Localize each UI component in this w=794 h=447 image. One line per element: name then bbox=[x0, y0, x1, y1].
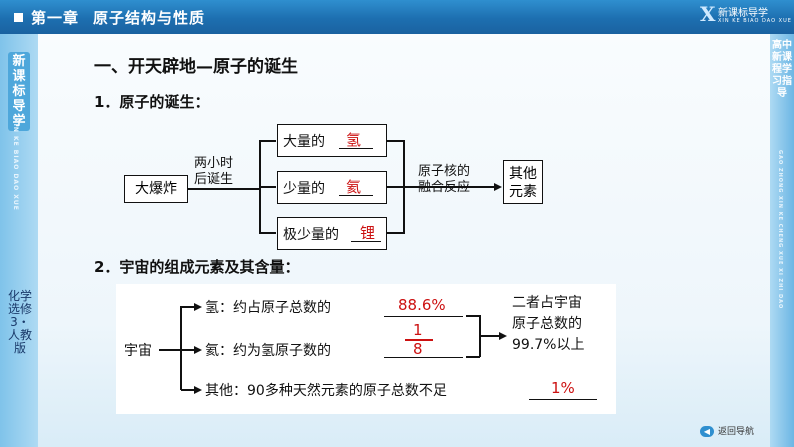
bracket-line bbox=[479, 315, 481, 357]
back-nav-label: 返回导航 bbox=[718, 427, 755, 437]
logo-text: 新课标导学 bbox=[718, 8, 768, 19]
branch-box-3: 极少量的 锂 bbox=[277, 217, 387, 250]
branch-answer: 锂 bbox=[360, 224, 376, 242]
hydrogen-row-label: 氢：约占原子总数的 bbox=[205, 300, 331, 316]
step2-label: 原子核的 融合反应 bbox=[418, 164, 471, 195]
connector-line bbox=[159, 349, 181, 351]
branch-label: 少量的 bbox=[283, 181, 325, 197]
merge-line-right bbox=[403, 140, 405, 234]
connector-line bbox=[404, 186, 495, 188]
chapter-name: 原子结构与性质 bbox=[93, 9, 206, 27]
branch-answer: 氦 bbox=[346, 178, 362, 196]
branch-line bbox=[259, 186, 276, 188]
fraction-bar bbox=[405, 339, 433, 341]
fraction-numerator: 1 bbox=[413, 321, 423, 339]
answer-underline bbox=[339, 148, 373, 149]
branch-answer: 氢 bbox=[346, 131, 362, 149]
merge-line bbox=[387, 232, 404, 234]
other-elements-box: 其他 元素 bbox=[503, 160, 543, 204]
chapter-title: 第一章原子结构与性质 bbox=[14, 7, 205, 28]
tree-trunk bbox=[180, 306, 182, 390]
back-nav-button[interactable]: ◀ 返回导航 bbox=[700, 424, 754, 437]
section-title: 一、开天辟地—原子的诞生 bbox=[94, 57, 298, 77]
branch-label: 极少量的 bbox=[283, 227, 339, 243]
arrow-right-icon bbox=[499, 332, 507, 340]
branch-line bbox=[259, 140, 276, 142]
big-bang-box: 大爆炸 bbox=[124, 175, 188, 203]
bracket-line bbox=[480, 335, 500, 337]
part2-heading: 2．宇宙的组成元素及其含量： bbox=[94, 258, 300, 276]
brand-logo: X 新课标导学 XIN KE BIAO DAO XUE bbox=[700, 2, 791, 26]
answer-underline bbox=[529, 399, 597, 400]
left-brand-pinyin: XIN KE BIAO DAO XUE bbox=[12, 118, 19, 211]
bracket-line bbox=[466, 315, 480, 317]
tree-branch bbox=[181, 306, 195, 308]
other-row-label: 其他：90多种天然元素的原子总数不足 bbox=[205, 383, 447, 399]
logo-letter: X bbox=[700, 2, 716, 26]
header-bar: 第一章原子结构与性质 X 新课标导学 XIN KE BIAO DAO XUE bbox=[0, 0, 794, 34]
step1-label: 两小时 后诞生 bbox=[194, 156, 234, 187]
answer-underline bbox=[384, 357, 463, 358]
summary-text: 二者占宇宙 原子总数的 99.7%以上 bbox=[512, 295, 585, 353]
connector-line bbox=[187, 188, 260, 190]
arrow-right-icon bbox=[194, 303, 202, 311]
branch-box-1: 大量的 氢 bbox=[277, 124, 387, 157]
answer-underline bbox=[384, 316, 463, 317]
square-icon bbox=[14, 13, 23, 22]
hydrogen-answer: 88.6% bbox=[398, 296, 446, 314]
helium-row-label: 氦：约为氢原子数的 bbox=[205, 343, 331, 359]
answer-underline bbox=[339, 195, 373, 196]
tree-branch bbox=[181, 389, 195, 391]
tree-branch bbox=[181, 349, 195, 351]
branch-box-2: 少量的 氦 bbox=[277, 171, 387, 204]
part1-heading: 1．原子的诞生： bbox=[94, 93, 210, 111]
branch-line bbox=[259, 232, 276, 234]
bracket-line bbox=[466, 356, 480, 358]
arrow-right-icon bbox=[194, 386, 202, 394]
merge-line bbox=[387, 186, 404, 188]
right-sidebar bbox=[770, 34, 794, 447]
merge-line bbox=[387, 140, 404, 142]
chapter-label: 第一章 bbox=[31, 9, 80, 27]
back-arrow-icon: ◀ bbox=[700, 426, 714, 437]
arrow-right-icon bbox=[494, 183, 502, 191]
branch-label: 大量的 bbox=[283, 134, 325, 150]
other-answer: 1% bbox=[551, 379, 575, 397]
left-brand: 新课标导学 bbox=[8, 52, 30, 131]
right-brand: 高中新课程学习指导 bbox=[772, 40, 792, 99]
arrow-right-icon bbox=[194, 346, 202, 354]
course-label: 化学选修3・人教版 bbox=[8, 289, 33, 355]
right-brand-pinyin: GAO ZHONG XIN KE CHENG XUE XI ZHI DAO bbox=[777, 150, 783, 310]
answer-underline bbox=[351, 241, 381, 242]
fraction-denominator: 8 bbox=[413, 340, 423, 358]
logo-pinyin: XIN KE BIAO DAO XUE bbox=[718, 18, 792, 24]
universe-label: 宇宙 bbox=[124, 343, 152, 359]
